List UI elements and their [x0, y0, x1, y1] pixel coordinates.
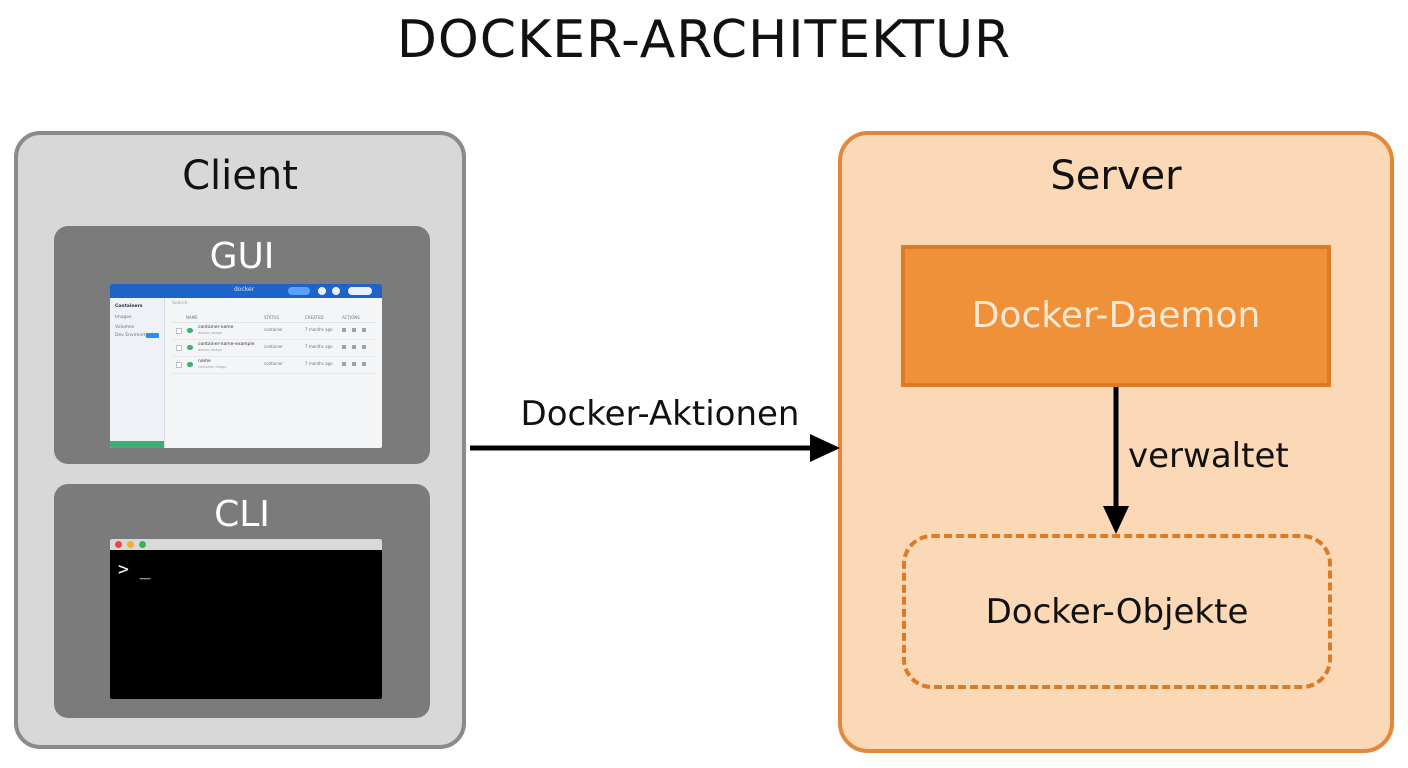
connection-label: Docker-Aktionen	[520, 394, 800, 434]
terminal-window: > _	[110, 539, 382, 699]
row-checkbox	[176, 328, 182, 334]
running-status-icon	[187, 328, 193, 333]
menu-icon	[352, 328, 356, 332]
row-age: 7 months ago	[305, 361, 333, 366]
gui-sidebar: Containers Images Volumes Dev Environmen…	[110, 298, 165, 448]
row-name: container-name	[198, 325, 234, 330]
gui-col-actions: ACTIONS	[342, 315, 360, 320]
row-age: 7 months ago	[305, 344, 333, 349]
gui-table-row: container-name docker-image container 7 …	[172, 323, 376, 340]
stop-icon	[342, 345, 346, 349]
docker-objects-label: Docker-Objekte	[985, 592, 1249, 632]
row-name: container-name-example	[198, 342, 255, 347]
daemon-to-objects-arrow	[1103, 387, 1129, 534]
close-icon	[115, 541, 122, 548]
gui-label: GUI	[209, 236, 275, 277]
maximize-icon	[139, 541, 146, 548]
minimize-icon	[127, 541, 134, 548]
row-name: name	[198, 359, 211, 364]
gui-side-item: Volumes	[115, 325, 135, 330]
docker-logo-icon: docker	[234, 286, 255, 293]
gui-table-row: name container-image container 7 months …	[172, 357, 376, 374]
diagram-title: DOCKER-ARCHITEKTUR	[396, 10, 1012, 70]
gui-screenshot: docker Containers Images Volumes Dev Env…	[110, 284, 382, 448]
delete-icon	[362, 362, 366, 366]
server-label: Server	[1050, 153, 1182, 199]
gui-new-badge	[146, 333, 159, 338]
running-status-icon	[187, 362, 193, 367]
row-image: container-image	[198, 365, 227, 369]
client-label: Client	[182, 153, 298, 199]
menu-icon	[352, 345, 356, 349]
row-image: docker-image	[198, 348, 222, 352]
row-type: container	[264, 327, 283, 332]
gui-side-item: Images	[115, 315, 132, 320]
gui-table-header: NAME STATUS CREATED ACTIONS	[172, 314, 376, 323]
gui-side-item: Containers	[115, 304, 143, 309]
row-age: 7 months ago	[305, 327, 333, 332]
stop-icon	[342, 328, 346, 332]
gear-icon	[332, 287, 340, 295]
row-checkbox	[176, 362, 182, 368]
row-image: docker-image	[198, 331, 222, 335]
delete-icon	[362, 328, 366, 332]
gui-upgrade-pill	[288, 287, 310, 295]
gui-sidebar-footer	[110, 441, 164, 448]
docker-daemon-label: Docker-Daemon	[971, 295, 1261, 336]
gui-search: Search	[172, 301, 188, 306]
settings-icon	[318, 287, 326, 295]
row-type: container	[264, 344, 283, 349]
manages-label: verwaltet	[1128, 436, 1289, 476]
terminal-titlebar	[110, 539, 382, 550]
account-icon	[348, 287, 372, 295]
docker-objects-box	[902, 534, 1332, 689]
cli-label: CLI	[214, 494, 270, 535]
row-checkbox	[176, 345, 182, 351]
gui-topbar: docker	[110, 284, 382, 298]
gui-table-row: container-name-example docker-image cont…	[172, 340, 376, 357]
stop-icon	[342, 362, 346, 366]
client-to-server-arrow	[470, 434, 840, 462]
menu-icon	[352, 362, 356, 366]
terminal-prompt: > _	[118, 559, 151, 580]
gui-side-item: Dev Environments	[115, 333, 157, 338]
gui-col-created: CREATED	[305, 315, 324, 320]
gui-col-status: STATUS	[264, 315, 280, 320]
running-status-icon	[187, 345, 193, 350]
docker-daemon-box	[901, 245, 1331, 387]
delete-icon	[362, 345, 366, 349]
gui-col-name: NAME	[186, 315, 198, 320]
row-type: container	[264, 361, 283, 366]
